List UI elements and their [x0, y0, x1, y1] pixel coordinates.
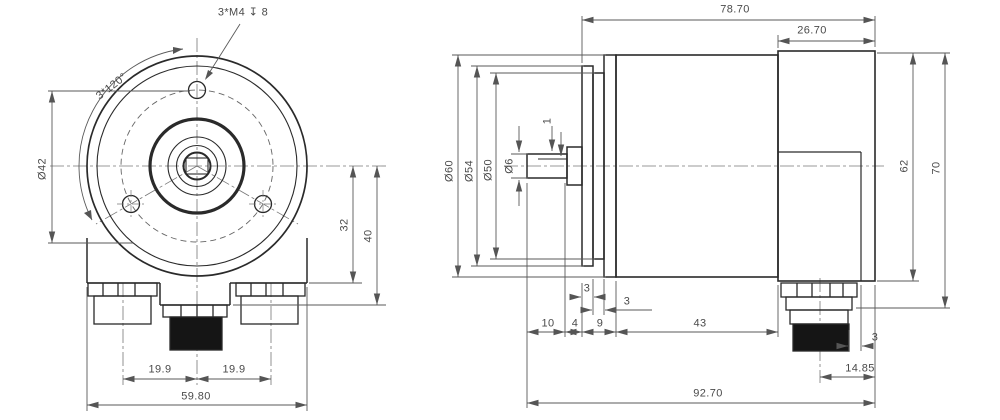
hub-rings — [148, 117, 246, 215]
front-to-rear-label: 78.70 — [720, 3, 750, 16]
dia-shaft-label: Ø6 — [503, 158, 516, 174]
pitch-right-label: 19.9 — [222, 363, 246, 376]
hole-cross-ticks — [117, 190, 277, 218]
shaft-flat-label: 1 — [541, 117, 554, 125]
overall-width-label: 59.80 — [181, 390, 211, 403]
flange-pack-label: 9 — [596, 317, 604, 330]
dia-pilot-label: Ø50 — [482, 159, 495, 181]
side-view — [452, 16, 950, 408]
threaded-plug — [169, 316, 223, 351]
bolt-circle — [120, 89, 274, 243]
rear-block — [777, 50, 876, 282]
front-left-connector — [87, 282, 158, 325]
thread-callout-label: 3*M4 ↧ 8 — [217, 6, 269, 19]
flange-outer-circle — [86, 55, 308, 277]
overall-length-label: 92.70 — [693, 387, 723, 400]
front-center-connector — [162, 304, 228, 351]
front-dimensions — [48, 23, 386, 411]
main-body-label: 43 — [693, 317, 707, 330]
side-bottom-connector — [780, 282, 858, 352]
front-view — [48, 23, 388, 411]
dim-70-label: 70 — [930, 161, 943, 175]
dia-flange-label: Ø60 — [443, 160, 456, 182]
rear-section-label: 26.70 — [797, 24, 827, 37]
shaft-length-label: 10 — [541, 317, 555, 330]
bolt-circle-dia-label: Ø42 — [36, 158, 49, 180]
dia-plate-label: Ø54 — [463, 160, 476, 182]
shaft-slot — [185, 157, 209, 175]
threaded-plug-side — [792, 323, 850, 352]
plate-thk-mid-label: 3 — [623, 295, 631, 308]
connector-edge-label: 3 — [871, 331, 879, 344]
side-dimensions — [452, 16, 950, 408]
front-right-connector — [235, 282, 306, 325]
main-body — [615, 50, 876, 282]
dim-32-label: 32 — [338, 218, 351, 232]
connector-offset-label: 14.85 — [845, 362, 875, 375]
plate-thk-front-label: 3 — [583, 282, 591, 295]
flange-inner-circle — [96, 65, 298, 267]
pitch-left-label: 19.9 — [148, 363, 172, 376]
dim-40-label: 40 — [362, 229, 375, 243]
dim-62-label: 62 — [898, 159, 911, 173]
boss-length-label: 4 — [571, 317, 579, 330]
